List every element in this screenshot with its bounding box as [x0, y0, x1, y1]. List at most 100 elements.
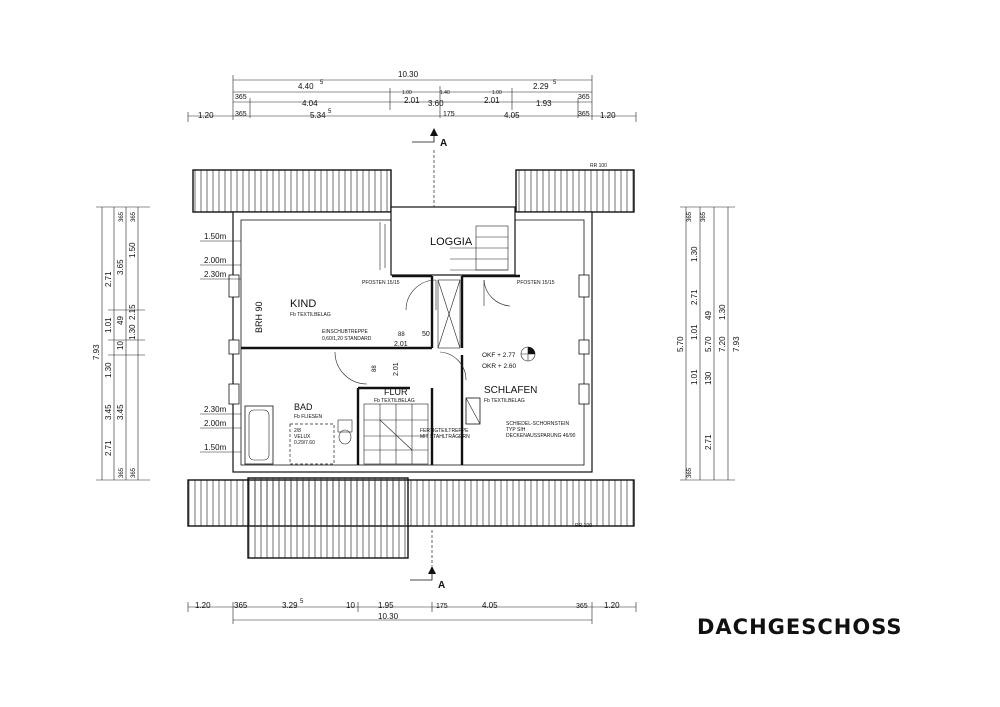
top-dim-a: 4.40 [298, 82, 314, 91]
dim-88a: 88 [398, 332, 405, 338]
top-dim-120a: 1.20 [198, 111, 214, 120]
top-dim-365c: 365 [235, 111, 247, 118]
drawing-title: DACHGESCHOSS [697, 615, 903, 639]
room-bad: BAD [294, 402, 313, 412]
okf-label: OKF + 2.77 [482, 352, 516, 359]
room-flur: FLUR [384, 387, 408, 397]
left-dim-small-3: 365 [119, 467, 125, 478]
left-dim-793: 7.93 [92, 344, 101, 360]
bathtub [244, 405, 274, 465]
top-dim-534: 5.34 [310, 111, 326, 120]
walls [232, 206, 593, 473]
right-dim-101b: 1.01 [690, 369, 699, 385]
rr-label-top: RR 100 [590, 163, 607, 169]
left-dim-small-4: 365 [131, 467, 137, 478]
right-dim-101a: 1.01 [690, 324, 699, 340]
bottom-overall-dim: 10.30 [378, 612, 399, 621]
left-dim-150: 1.50 [128, 242, 137, 258]
dim-201b: 2.01 [393, 362, 400, 376]
left-dim-small-2: 365 [131, 211, 137, 222]
top-dim-120b: 1.20 [600, 111, 616, 120]
roof-top-left [192, 169, 392, 213]
level-symbol [520, 346, 536, 362]
bottom-dim-405: 4.05 [482, 601, 498, 610]
top-dim-193: 1.93 [536, 99, 552, 108]
left-dim-130: 1.30 [104, 362, 113, 378]
right-dim-570a: 5.70 [676, 336, 685, 352]
toilet [337, 419, 353, 445]
fertig-label-1: FERTIGTEILTREPPE [420, 428, 469, 434]
right-dim-720: 7.20 [718, 336, 727, 352]
left-dim-345a: 3.45 [104, 404, 113, 420]
roof-bottom [187, 477, 635, 559]
einschub-label-2: 0,60/1,20 STANDARD [322, 336, 372, 342]
bottom-dim-365b: 365 [576, 603, 588, 610]
top-dim-a-sup: 5 [320, 80, 324, 86]
top-dim-201a: 2.01 [404, 96, 420, 105]
velux-label-1: 2/8 [294, 428, 301, 434]
top-dim-360: 3.60 [428, 99, 444, 108]
section-label-top: A [440, 138, 447, 149]
top-dim-100b: 1.00 [492, 90, 502, 96]
right-dim-271a: 2.71 [690, 289, 699, 305]
bottom-dimensions: 1.20 365 3.29 5 10 1.95 175 4.05 365 1.2… [187, 599, 637, 624]
top-dim-534-sup: 5 [328, 109, 332, 115]
spiral-stairs [363, 403, 429, 465]
dim-88b: 88 [372, 365, 378, 372]
height-150-bottom: 1.50m [204, 443, 227, 452]
left-dim-215: 2.15 [128, 304, 137, 320]
room-bad-floor: Fb FLIESEN [294, 414, 322, 420]
left-dim-345b: 3.45 [116, 404, 125, 420]
top-dim-365a: 365 [235, 94, 247, 101]
rr-label-bottom: RR 100 [575, 523, 592, 529]
right-dim-130a: 1.30 [690, 246, 699, 262]
top-dim-365b: 365 [578, 94, 590, 101]
height-150-top: 1.50m [204, 232, 227, 241]
top-dimensions: 10.30 4.40 5 2.29 5 365 1.00 1.40 1.00 3… [187, 70, 637, 122]
bottom-dim-175: 175 [436, 603, 448, 610]
bottom-dim-120b: 1.20 [604, 601, 620, 610]
room-flur-floor: Fb TEXTILBELAG [374, 398, 415, 404]
right-dim-49: 49 [704, 311, 713, 320]
left-dim-130b: 1.30 [128, 324, 137, 340]
top-dim-201b: 2.01 [484, 96, 500, 105]
schiedel-label-3: DECKENAUSSPARUNG 46/90 [506, 433, 576, 439]
right-dimensions: 365 365 365 1.30 5.70 5.70 7.20 7.93 2.7… [676, 206, 741, 481]
height-230-top: 2.30m [204, 270, 227, 279]
room-schlafen: SCHLAFEN [484, 385, 537, 396]
door-arc-schlafen [483, 279, 511, 307]
door-arc-bad [334, 351, 368, 385]
bottom-dim-365a: 365 [234, 601, 248, 610]
velux-window [289, 423, 335, 465]
bottom-dim-10: 10 [346, 601, 355, 610]
right-dim-365a: 365 [687, 211, 693, 222]
bottom-dim-329: 3.29 [282, 601, 298, 610]
pfosten-right: PFOSTEN 15/15 [517, 280, 555, 286]
door-arc-flur [439, 351, 467, 381]
dim-201a: 2.01 [394, 341, 408, 348]
room-schlafen-floor: Fb TEXTILBELAG [484, 398, 525, 404]
right-dim-130c: 130 [704, 371, 713, 385]
left-dim-49: 49 [116, 316, 125, 325]
room-kind-floor: Fb TEXTILBELAG [290, 312, 331, 318]
top-dim-405: 4.05 [504, 111, 520, 120]
door-arc-kind [405, 279, 437, 311]
section-label-bottom: A [438, 580, 445, 591]
loggia-steps [450, 225, 509, 271]
top-dim-b: 2.29 [533, 82, 549, 91]
left-dim-10: 10 [116, 341, 125, 350]
velux-label-3: 0.29/7.60 [294, 440, 315, 446]
room-kind: KIND [290, 298, 316, 310]
fertig-label-2: MIT STAHLTRÄGERN [420, 433, 470, 440]
brh-label: BRH 90 [254, 301, 264, 333]
pfosten-left: PFOSTEN 15/15 [362, 280, 400, 286]
schiedel-label-1: SCHIEDEL-SCHORNSTEIN [506, 421, 569, 427]
top-dim-100a: 1.00 [402, 90, 412, 96]
height-230-bottom: 2.30m [204, 405, 227, 414]
height-markers: 1.50m 2.00m 2.30m 2.30m 2.00m 1.50m [200, 232, 241, 453]
top-dim-365d: 365 [578, 111, 590, 118]
right-dim-365b: 365 [701, 211, 707, 222]
top-dim-404: 4.04 [302, 99, 318, 108]
attic-hatch [437, 279, 461, 349]
einschub-label-1: EINSCHUBTREPPE [322, 329, 369, 335]
